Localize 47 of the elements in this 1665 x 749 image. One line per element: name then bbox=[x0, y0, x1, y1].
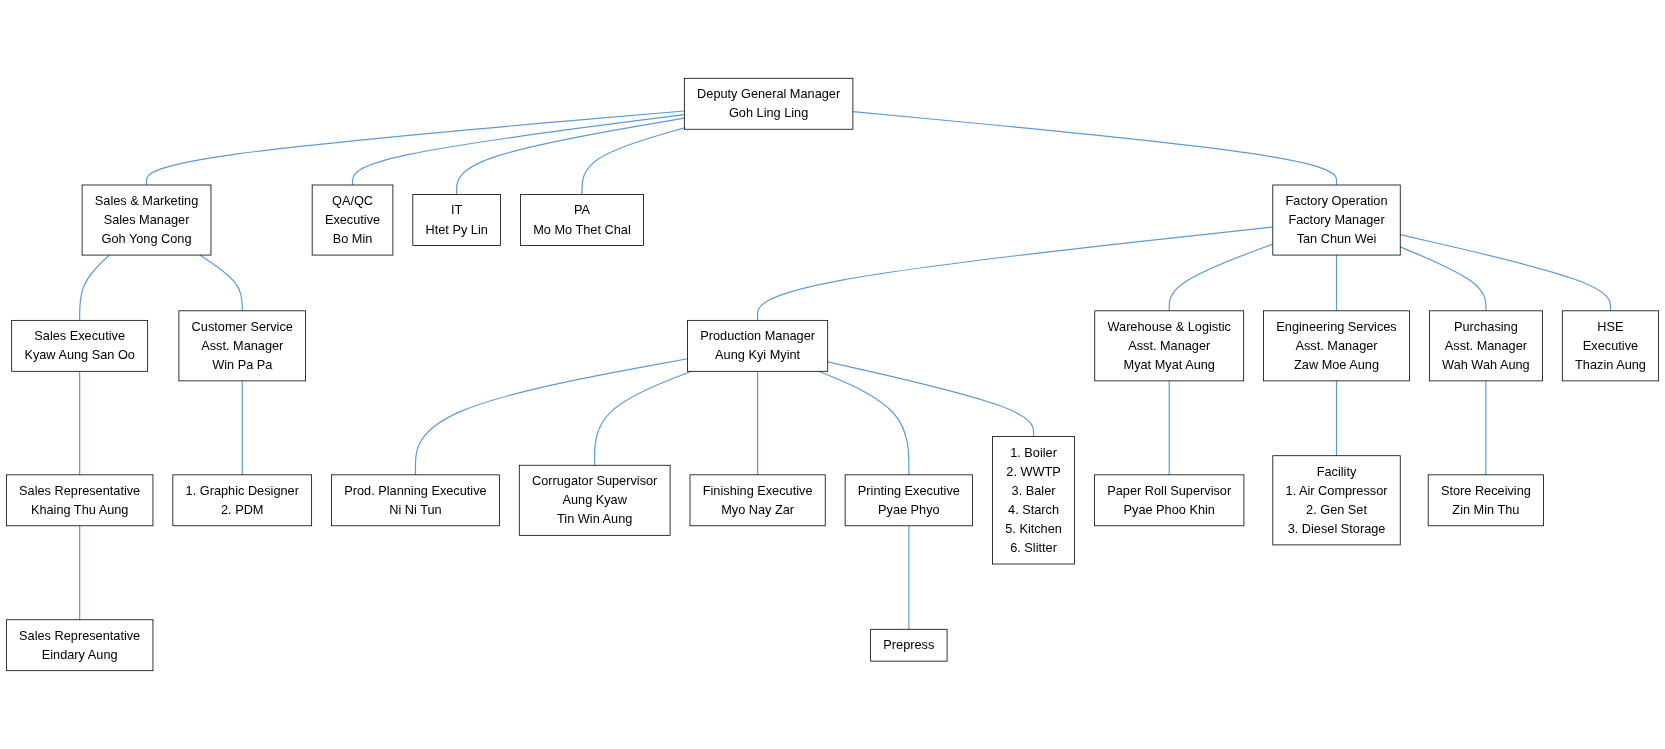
connector bbox=[581, 127, 685, 196]
connector bbox=[1168, 380, 1170, 476]
node-box: Customer Service Asst. Manager Win Pa Pa bbox=[178, 310, 306, 382]
node-box: Factory Operation Factory Manager Tan Chun Wei bbox=[1272, 184, 1401, 256]
connector bbox=[852, 111, 1338, 186]
node-box: 1. Boiler 2. WWTP 3. Baler 4. Starch 5. Kitchen 6. Slitter bbox=[992, 436, 1075, 565]
connector bbox=[1399, 234, 1612, 312]
connector bbox=[414, 358, 689, 476]
node-box: 1. Graphic Designer 2. PDM bbox=[172, 474, 313, 527]
node-box: Prepress bbox=[870, 628, 948, 662]
node-box: HSE Executive Thazin Aung bbox=[1561, 310, 1660, 382]
node-box: Sales Executive Kyaw Aung San Oo bbox=[11, 319, 149, 372]
node-box: IT Htet Py Lin bbox=[412, 194, 501, 246]
node-box: QA/QC Executive Bo Min bbox=[311, 184, 394, 256]
connector bbox=[79, 254, 110, 321]
connector bbox=[1335, 380, 1338, 457]
node-box: Prod. Planning Executive Ni Ni Tun bbox=[331, 474, 500, 527]
connector bbox=[757, 226, 1274, 321]
connector bbox=[827, 361, 1035, 438]
node-box: PA Mo Mo Thet Chal bbox=[520, 194, 644, 246]
connector bbox=[241, 380, 243, 476]
node-box: Sales Representative Khaing Thu Aung bbox=[5, 474, 154, 527]
connector bbox=[1485, 380, 1487, 476]
node-box: Corrugator Supervisor Aung Kyaw Tin Win Aung bbox=[518, 464, 671, 536]
connector bbox=[1335, 254, 1338, 312]
node-box: Engineering Services Asst. Manager Zaw Moe Aung bbox=[1263, 310, 1410, 382]
node-box: Printing Executive Pyae Phyo bbox=[844, 474, 973, 527]
node-box: Production Manager Aung Kyi Myint bbox=[687, 319, 829, 372]
connector bbox=[757, 370, 759, 476]
connector bbox=[199, 254, 243, 312]
connector bbox=[1168, 243, 1274, 312]
connector bbox=[79, 370, 81, 476]
connector bbox=[908, 525, 910, 630]
connector bbox=[145, 110, 685, 186]
node-box: Sales Representative Eindary Aung bbox=[5, 619, 154, 672]
node-box: Deputy General Manager Goh Ling Ling bbox=[683, 77, 854, 130]
node-box: Warehouse & Logistic Asst. Manager Myat Myat Aung bbox=[1094, 310, 1245, 382]
node-box: Finishing Executive Myo Nay Zar bbox=[689, 474, 826, 527]
connector bbox=[1399, 246, 1487, 312]
node-box: Facility 1. Air Compressor 2. Gen Set 3. Diesel Storage bbox=[1272, 455, 1401, 546]
connector bbox=[351, 114, 685, 186]
node-box: Sales & Marketing Sales Manager Goh Yong Cong bbox=[81, 184, 212, 256]
connector bbox=[456, 117, 685, 196]
node-box: Purchasing Asst. Manager Wah Wah Aung bbox=[1428, 310, 1543, 382]
connector bbox=[79, 525, 81, 621]
node-box: Store Receiving Zin Min Thu bbox=[1427, 474, 1544, 527]
node-box: Paper Roll Supervisor Pyae Phoo Khin bbox=[1094, 474, 1245, 527]
